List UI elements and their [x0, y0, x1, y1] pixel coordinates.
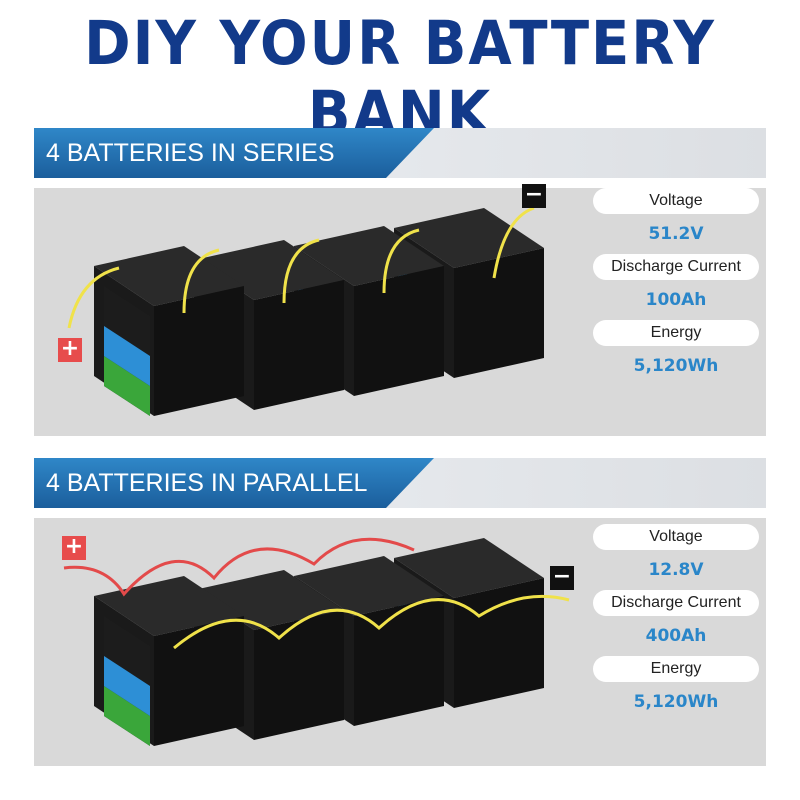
parallel-voltage-value: 12.8V: [648, 560, 704, 580]
series-positive-terminal-icon: +: [58, 338, 82, 362]
series-energy-label: Energy: [593, 320, 759, 346]
series-current-value: 100Ah: [645, 290, 707, 310]
battery-1: [94, 576, 244, 746]
parallel-energy-label: Energy: [593, 656, 759, 682]
parallel-positive-terminal-icon: +: [62, 536, 86, 560]
series-wire-2: [282, 238, 320, 304]
series-wire-positive: [67, 266, 120, 329]
series-voltage-label: Voltage: [593, 188, 759, 214]
series-wire-3: [382, 228, 420, 294]
series-voltage-value: 51.2V: [648, 224, 704, 244]
series-stats: Voltage 51.2V Discharge Current 100Ah En…: [592, 188, 760, 386]
series-wire-1: [182, 248, 220, 314]
parallel-energy-value: 5,120Wh: [633, 692, 719, 712]
parallel-negative-terminal-icon: −: [550, 566, 574, 590]
parallel-wire-positive: [63, 537, 415, 597]
battery-1: [94, 246, 244, 416]
series-battery-illustration: [67, 206, 544, 416]
parallel-voltage-label: Voltage: [593, 524, 759, 550]
series-negative-terminal-icon: −: [522, 184, 546, 208]
parallel-wire-negative: [173, 594, 570, 650]
parallel-current-value: 400Ah: [645, 626, 707, 646]
series-banner: 4 BATTERIES IN SERIES: [34, 128, 434, 178]
series-energy-value: 5,120Wh: [633, 356, 719, 376]
series-current-label: Discharge Current: [593, 254, 759, 280]
parallel-banner: 4 BATTERIES IN PARALLEL: [34, 458, 434, 508]
parallel-current-label: Discharge Current: [593, 590, 759, 616]
parallel-battery-illustration: [63, 537, 570, 746]
parallel-stats: Voltage 12.8V Discharge Current 400Ah En…: [592, 524, 760, 722]
series-wire-negative: [492, 206, 535, 279]
page-title: DIY YOUR BATTERY BANK: [84, 8, 716, 150]
